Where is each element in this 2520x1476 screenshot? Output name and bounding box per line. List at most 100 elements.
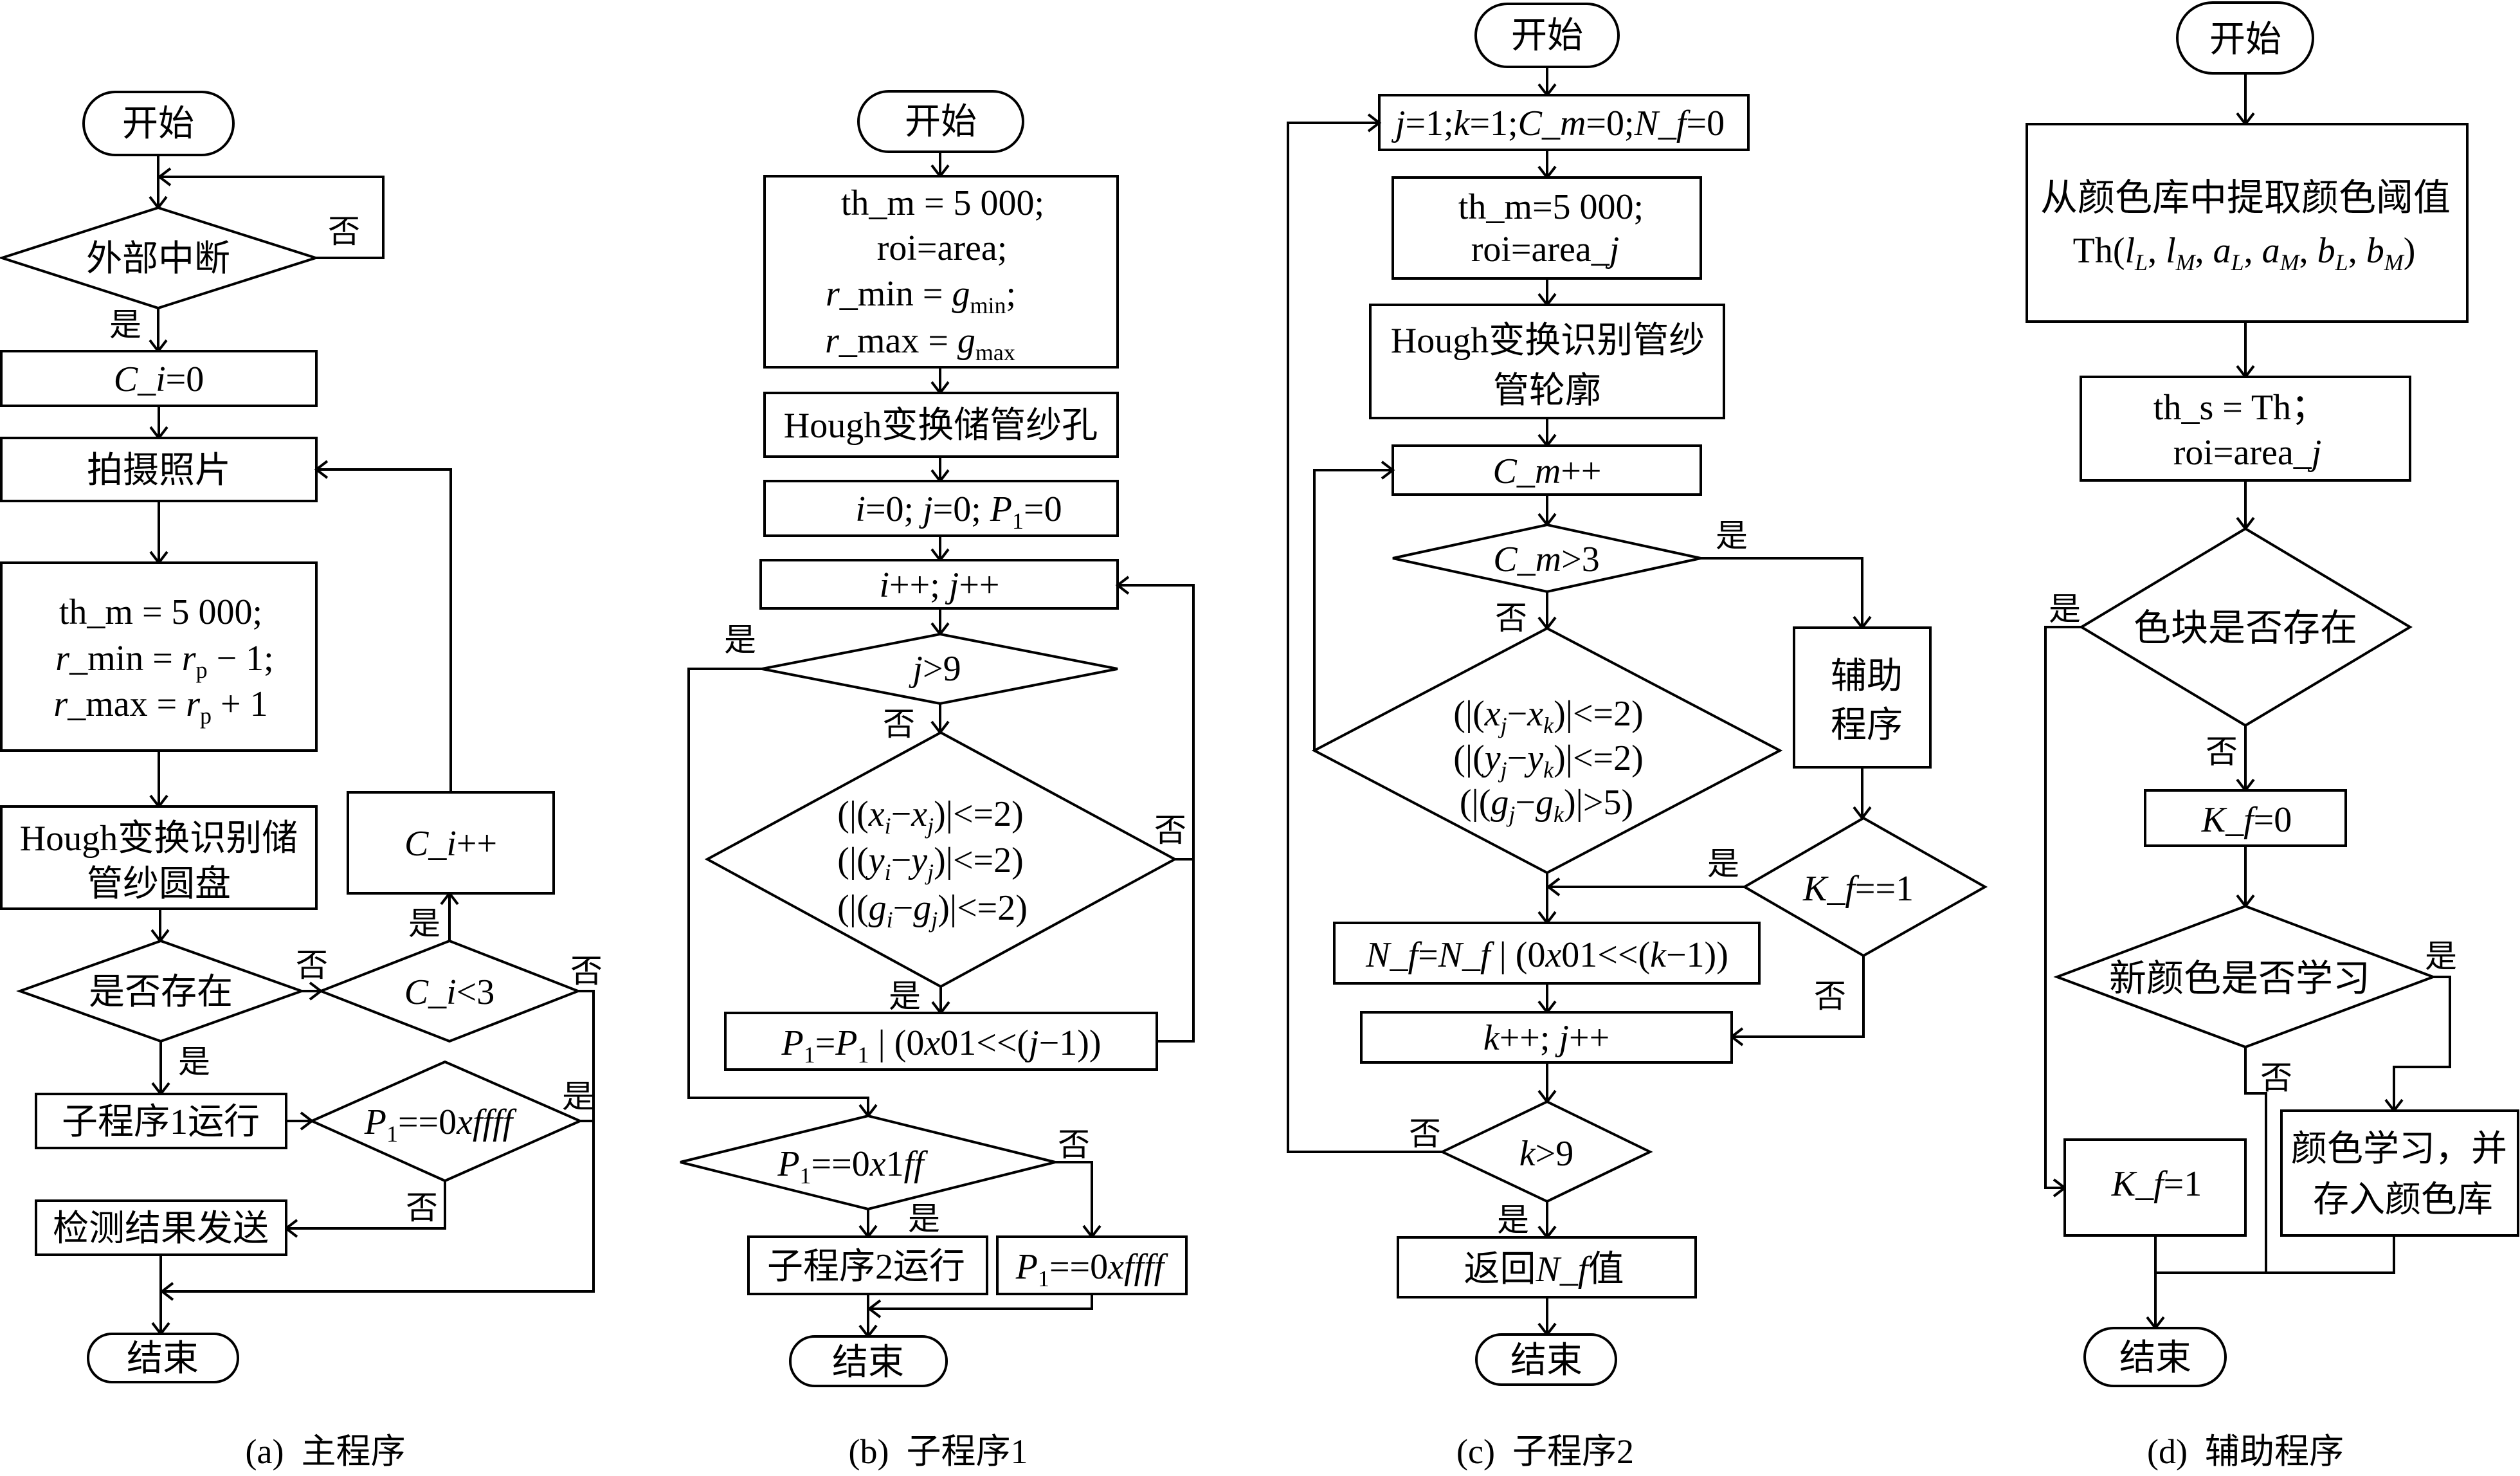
exit-merge-arrow [159,990,595,1301]
text-run: _ [1516,451,1536,491]
text-run: m [1536,540,1561,579]
text-run: (|( [1453,694,1485,734]
text-run: m [1560,104,1586,143]
text-run: 1 [804,1042,815,1068]
text-run: _ [2225,800,2244,840]
nf-update-box [1333,922,1761,985]
text-run: N [1536,1250,1562,1289]
ci-reset-box [0,350,318,407]
params-r-min: r_min = rp − 1; [55,639,273,683]
text-run: k [1543,757,1554,783]
params-th-m: th_m=5 000; [1458,187,1644,227]
text-run: x [1527,694,1543,734]
text-run: 01<<( [1561,935,1650,975]
end-terminal [1475,1333,1617,1386]
text-run: l [2166,231,2176,271]
branch-label-yes: 是 [724,622,756,658]
p1-update-label: P1=P1 | (0x01<<(j−1)) [781,1023,1101,1068]
merge-arrow [867,1294,1093,1318]
text-run: P [364,1102,386,1142]
text-run: Th( [2073,231,2125,271]
return-nf-box [1397,1236,1697,1298]
kf-reset-label: K_f=0 [2201,800,2292,840]
block-exists-decision [2079,527,2413,727]
text-run: >9 [1536,1134,1574,1174]
text-run: | (0 [869,1023,925,1063]
return-nf-label: 返回N_f值 [1464,1250,1624,1289]
text-run: )|<=2) [938,888,1028,928]
params-th-s: th_s = Th； [2153,388,2327,428]
text-run: j [925,859,934,885]
text-run: <3 [457,972,495,1012]
branch-label-yes: 是 [1707,846,1739,882]
text-run: b [2317,231,2335,271]
text-run: −1)) [1039,1023,1101,1063]
hough-contour-label-line2: 管轮廓 [1493,371,1601,411]
params-roi: roi=area_j [1471,230,1620,269]
end-terminal [2083,1327,2227,1387]
text-run: − [1507,694,1528,734]
text-run: K [2201,800,2227,840]
text-run: p [200,703,212,729]
branch-label-no: 否 [296,947,328,983]
text-run: ++; [889,565,949,605]
text-run: − 1; [208,639,274,679]
text-run: P [1015,1247,1038,1287]
text-run: k [1650,935,1667,975]
text-run: y [1524,738,1543,778]
text-run: )|<=2) [1554,694,1644,734]
exit-loop-arrow [687,668,878,1118]
p1-check-label: P1==0x1ff [777,1144,929,1189]
text-run: _ [1658,104,1677,143]
text-run: ; [1006,274,1016,314]
branch-label-no: 否 [2260,1060,2292,1096]
p1-update-box [724,1012,1158,1071]
branch-label-yes: 是 [408,906,440,942]
flow-line [2244,1047,2267,1273]
text-run: j [909,649,923,689]
text-run: p [196,657,208,683]
branch-label-no: 否 [1409,1116,1441,1152]
text-run: _ [1390,935,1409,975]
text-run: 1 [1012,508,1024,534]
text-run: K [2111,1164,2137,1204]
text-run: i [887,907,893,933]
params-r-min: r_min = gmin; [826,274,1016,318]
text-run: P [777,1144,799,1184]
text-run: , [2195,231,2213,271]
text-run: ++ [1569,1018,1609,1058]
branch-label-no: 否 [883,706,915,742]
kf-set-label: K_f=1 [2111,1164,2202,1204]
flow-arrow [2044,626,2081,1198]
text-run: _ [1517,540,1536,579]
text-run: j [1025,1023,1039,1063]
merge-line [2154,1235,2395,1274]
text-run: ==0 [1049,1247,1108,1287]
text-run: M [2280,250,2301,275]
text-run: min [970,293,1006,318]
hough-contour-label-line1: Hough变换识别管纱 [1391,321,1705,361]
text-run: (|( [837,888,869,928]
text-run: C [1493,451,1518,491]
text-run: j [925,813,934,839]
text-run: j [929,907,938,933]
retake-loop-arrow [314,460,452,792]
text-run: , [2148,231,2166,271]
params-box [2080,376,2411,482]
text-run: i [855,489,866,529]
text-run: b [2366,231,2384,271]
text-run: = [815,1023,836,1063]
flow-arrow [1055,1161,1101,1239]
block-exists-label: 色块是否存在 [2134,607,2357,649]
ci-increment-box [347,791,555,895]
text-run: k [1483,1018,1500,1058]
hough-contour-box [1369,304,1725,419]
flow-arrow [284,1181,446,1238]
p1-set-box [996,1235,1188,1295]
new-color-label: 新颜色是否学习 [2109,958,2370,999]
text-run: L [2335,250,2348,275]
branch-label-no: 否 [1154,812,1186,848]
text-run: a [2213,231,2231,271]
text-run: N [1438,935,1464,975]
auxiliary-program-label-line2: 程序 [1831,706,1903,745]
